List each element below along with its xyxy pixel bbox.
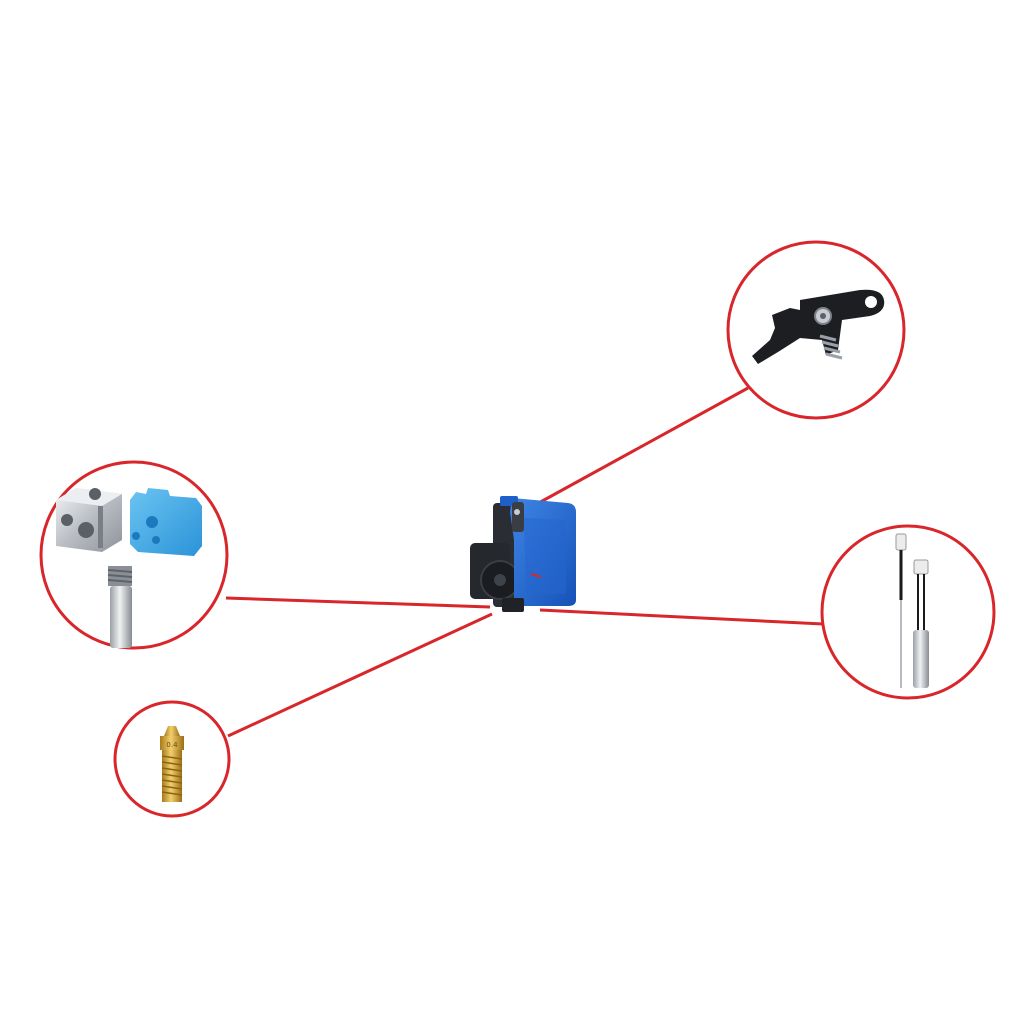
callout-lines xyxy=(225,386,824,738)
silicone-sock xyxy=(130,488,202,556)
callout-extruder-lever xyxy=(726,240,906,420)
hotend-assembly xyxy=(470,496,576,612)
heater-block xyxy=(56,488,122,552)
callout-thermistor-heater xyxy=(820,524,996,700)
extruder-lever-arm xyxy=(752,289,885,364)
callout-heater-block-set xyxy=(39,460,229,650)
heater-cartridge xyxy=(913,559,929,688)
brass-nozzle: 0.4 xyxy=(160,726,184,802)
callout-line-nozzle xyxy=(227,612,493,738)
callout-nozzle: 0.4 xyxy=(113,700,231,818)
thermistor xyxy=(895,533,907,688)
heatbreak-throat xyxy=(107,566,133,648)
spring-icon xyxy=(819,334,843,360)
callout-line-extruder-lever xyxy=(534,386,749,507)
callout-line-thermistor-heater xyxy=(539,608,824,626)
nozzle-marking: 0.4 xyxy=(166,741,178,749)
callout-line-heater-block-set xyxy=(225,596,491,609)
